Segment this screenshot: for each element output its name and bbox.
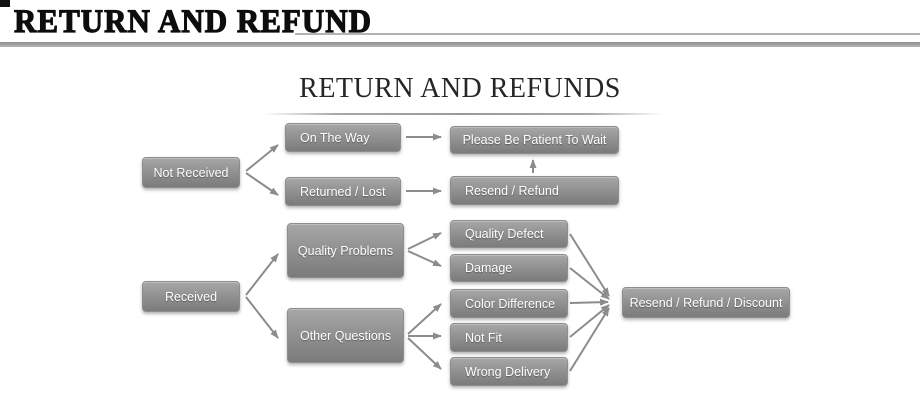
node-wrong-delivery: Wrong Delivery	[450, 357, 568, 386]
header-thick-rule	[0, 42, 920, 47]
node-not-fit: Not Fit	[450, 323, 568, 352]
header-thin-rule	[295, 33, 920, 35]
node-not-received: Not Received	[142, 157, 240, 188]
node-quality-problems: Quality Problems	[287, 223, 404, 278]
node-color-difference: Color Difference	[450, 289, 568, 318]
node-quality-defect: Quality Defect	[450, 220, 568, 248]
node-returned-lost: Returned / Lost	[285, 177, 401, 206]
node-damage: Damage	[450, 254, 568, 282]
node-received: Received	[142, 281, 240, 312]
node-other-questions: Other Questions	[287, 308, 404, 363]
node-please-be-patient-to-wait: Please Be Patient To Wait	[450, 126, 619, 154]
node-resend-refund: Resend / Refund	[450, 176, 619, 205]
title-divider	[263, 113, 663, 115]
diagram-title: RETURN AND REFUNDS	[299, 73, 621, 104]
corner-mark	[0, 0, 10, 7]
node-on-the-way: On The Way	[285, 123, 401, 152]
node-resend-refund-discount: Resend / Refund / Discount	[622, 287, 790, 318]
